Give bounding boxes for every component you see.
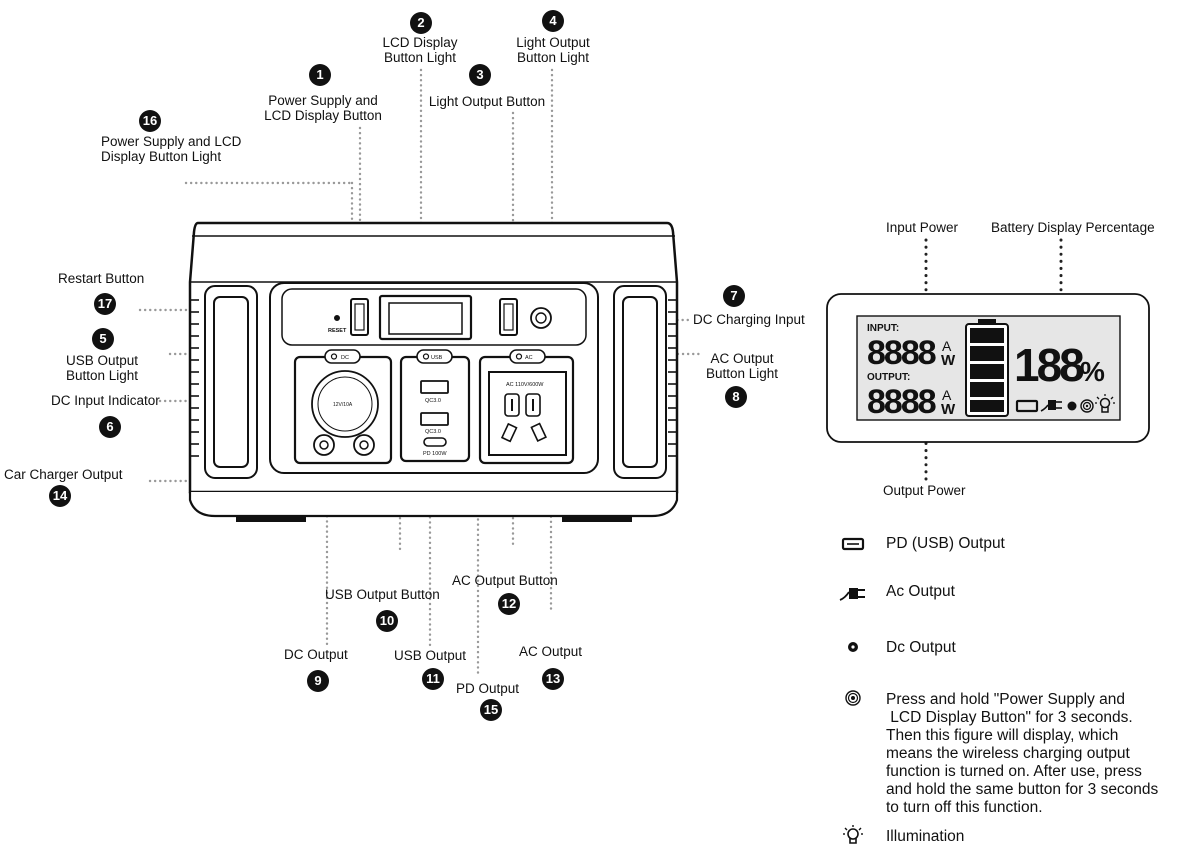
callout-badge-7: 7: [723, 285, 745, 307]
device-text: RESET DC USB AC 12V/10A QC3.0 QC3.0 PD 1…: [328, 328, 544, 457]
callout-badge-1: 1: [309, 64, 331, 86]
callout-label-7: DC Charging Input: [693, 312, 805, 327]
qc-label-2: QC3.0: [425, 429, 441, 435]
callout-label-8-line1: AC Output: [710, 351, 774, 366]
lcd-percent-digits: 188: [1014, 339, 1084, 391]
callout-label-11: USB Output: [394, 648, 467, 663]
callout-badge-8: 8: [725, 386, 747, 408]
callout-label-14: Car Charger Output: [4, 467, 123, 482]
callout-badge-10: 10: [376, 610, 398, 632]
callout-badge-3: 3: [469, 64, 491, 86]
callout-badge-17: 17: [94, 293, 116, 315]
input-power-label: Input Power: [886, 220, 959, 235]
dc-dot-icon: [848, 642, 858, 652]
lcd-input-unit-w: W: [941, 352, 956, 369]
lcd-percent-sign: %: [1080, 356, 1105, 387]
callout-label-1-line2: LCD Display Button: [264, 108, 382, 123]
bulb-icon: [843, 825, 863, 844]
callout-badge-5: 5: [92, 328, 114, 350]
callout-label-4-line2: Button Light: [516, 50, 590, 65]
callout-badge-4: 4: [542, 10, 564, 32]
callout-label-3: Light Output Button: [428, 94, 546, 109]
callout-label-5: USB Output Button Light: [52, 353, 152, 383]
callout-label-9: DC Output: [284, 647, 348, 662]
callout-label-10: USB Output Button: [325, 587, 440, 602]
callout-label-12: AC Output Button: [452, 573, 558, 588]
ac-rating-label: AC 110V/600W: [506, 382, 544, 388]
lcd-status-icons: [1015, 394, 1115, 413]
callout-label-16: Power Supply and LCD Display Button Ligh…: [101, 134, 241, 164]
lcd-input-digits: 8888: [867, 334, 936, 372]
callout-label-8: AC Output Button Light: [692, 351, 792, 381]
battery-display-label: Battery Display Percentage: [991, 220, 1155, 235]
legend-item-dc: Dc Output: [886, 639, 956, 656]
callout-badge-11: 11: [422, 668, 444, 690]
callout-label-2-line1: LCD Display: [382, 35, 458, 50]
callout-badge-13: 13: [542, 668, 564, 690]
ac-plug-icon: [839, 588, 865, 601]
callout-label-16-line2: Display Button Light: [101, 149, 222, 164]
callout-badge-12: 12: [498, 593, 520, 615]
usb-button-label: USB: [431, 355, 443, 361]
callout-label-6: DC Input Indicator: [51, 393, 160, 408]
callout-label-4-line1: Light Output: [516, 35, 590, 50]
lcd-output-digits: 8888: [867, 383, 936, 421]
legend-item-illumination: Illumination: [886, 828, 965, 845]
usb-port-icon: [841, 537, 865, 551]
power-station: [188, 221, 679, 522]
callout-label-1-line1: Power Supply and: [268, 93, 378, 108]
output-power-label: Output Power: [883, 483, 966, 498]
car-outlet-label: 12V/10A: [333, 402, 353, 408]
callout-label-2: LCD Display Button Light: [365, 35, 475, 65]
lcd-output-unit-w: W: [941, 401, 956, 418]
pd-label: PD 100W: [423, 451, 447, 457]
callout-badge-2: 2: [410, 12, 432, 34]
lcd-output-unit-a: A: [942, 387, 952, 403]
callout-badge-15: 15: [480, 699, 502, 721]
callout-label-8-line2: Button Light: [705, 366, 779, 381]
legend-item-wireless: Press and hold "Power Supply and LCD Dis…: [886, 691, 1159, 816]
callout-label-15: PD Output: [456, 681, 520, 696]
lcd-input-unit-a: A: [942, 338, 952, 354]
callout-badge-14: 14: [49, 485, 71, 507]
callout-label-17: Restart Button: [58, 271, 145, 286]
callout-label-1: Power Supply and LCD Display Button: [253, 93, 393, 123]
callout-badge-16: 16: [139, 110, 161, 132]
ac-button-label: AC: [525, 355, 533, 361]
callout-label-16-line1: Power Supply and LCD: [101, 134, 242, 149]
callout-label-13: AC Output: [519, 644, 583, 659]
dc-button-label: DC: [341, 355, 349, 361]
qc-label-1: QC3.0: [425, 398, 441, 404]
callout-label-4: Light Output Button Light: [500, 35, 606, 65]
legend-item-pd-usb: PD (USB) Output: [886, 535, 1005, 552]
callout-label-5-line2: Button Light: [65, 368, 139, 383]
callout-badge-9: 9: [307, 670, 329, 692]
legend-item-ac: Ac Output: [886, 583, 955, 600]
callout-label-2-line2: Button Light: [383, 50, 457, 65]
lcd-output-tag: OUTPUT:: [867, 372, 910, 383]
lcd-input-tag: INPUT:: [867, 323, 899, 334]
callout-label-5-line1: USB Output: [65, 353, 139, 368]
callout-badge-6: 6: [99, 416, 121, 438]
reset-label: RESET: [328, 328, 347, 334]
wireless-icon: [845, 690, 861, 706]
